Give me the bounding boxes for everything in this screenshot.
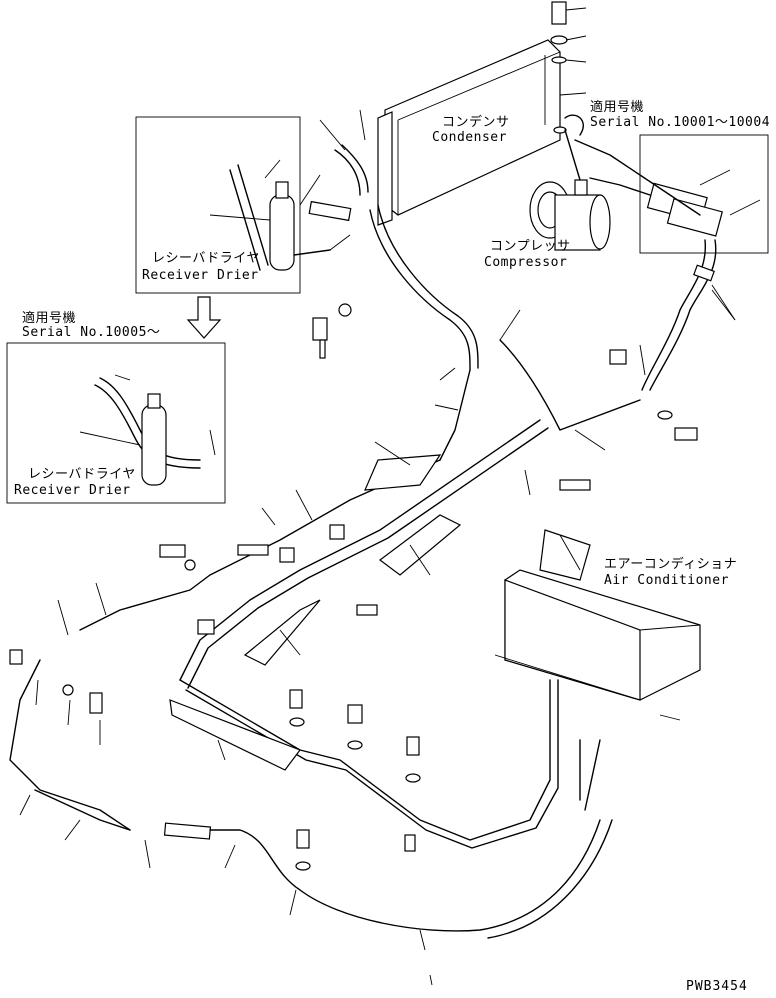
serial-b-label-jp: 適用号機 <box>22 311 77 326</box>
serial-b-box <box>6 342 226 504</box>
drawing-number: PWB3454 <box>686 979 748 994</box>
air-conditioner <box>494 569 701 721</box>
receiver-label-en: Receiver Drier <box>142 268 259 283</box>
condenser-label-en: Condenser <box>432 130 507 145</box>
serial-a-label-en: Serial No.10001～10004 <box>590 115 771 130</box>
compressor-label-jp: コンプレッサ <box>490 239 571 254</box>
condenser <box>377 39 561 226</box>
serial-a-label-jp: 適用号機 <box>590 100 645 115</box>
receiver-label-jp: レシーバドライヤ <box>152 251 260 266</box>
compressor-label-en: Compressor <box>484 255 568 270</box>
serial-b-label-en: Serial No.10005～ <box>22 325 161 340</box>
aircon-label-en: Air Conditioner <box>604 573 729 588</box>
leader-lines <box>19 289 736 951</box>
down-arrow-icon <box>186 296 222 339</box>
aircon-label-jp: エアーコンディショナ <box>604 557 738 572</box>
receiver2-label-jp: レシーバドライヤ <box>28 467 136 482</box>
bolt-top <box>550 1 587 134</box>
receiver-drier-box <box>135 116 351 294</box>
compressor <box>529 114 611 251</box>
receiver2-label-en: Receiver Drier <box>14 483 131 498</box>
condenser-label-jp: コンデンサ <box>442 115 510 130</box>
serial-a-box <box>639 134 769 254</box>
bolts <box>9 303 698 871</box>
